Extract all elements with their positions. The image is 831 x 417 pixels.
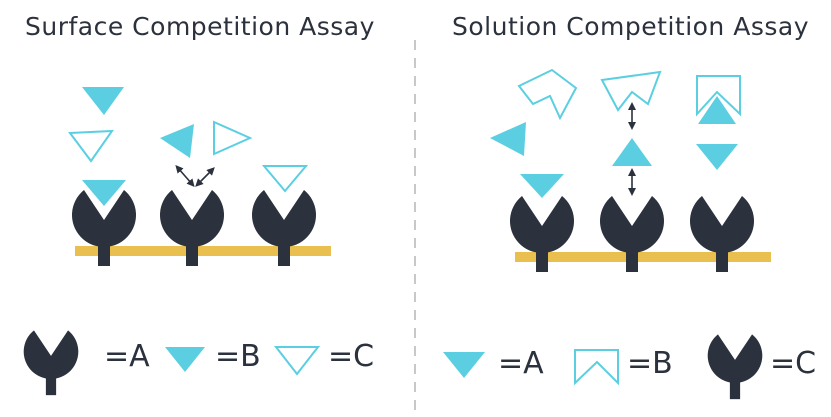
legend-label-filled-triangle: =B: [215, 339, 261, 374]
sensor-surface: [75, 246, 331, 256]
chevron-icon: [696, 75, 741, 117]
legend-label-receptor: =A: [104, 339, 150, 374]
chevron-icon: [600, 70, 662, 112]
filled-triangle-icon: [165, 347, 205, 372]
legend-label-receptor: =C: [770, 346, 817, 381]
legend-label-chevron: =B: [627, 346, 673, 381]
surface-assay-panel: [68, 87, 331, 266]
chevron-icon: [574, 349, 619, 386]
double-arrow-icon: [195, 167, 215, 187]
surface-assay-title: Surface Competition Assay: [25, 12, 375, 41]
solution-legend: [443, 334, 763, 400]
legend-label-outline-triangle: =C: [328, 339, 375, 374]
filled-triangle-icon: [82, 180, 126, 206]
outline-triangle-icon: [261, 165, 309, 193]
filled-triangle-icon: [443, 352, 485, 378]
outline-triangle-icon: [68, 129, 114, 163]
double-arrow-icon: [175, 164, 195, 188]
filled-triangle-icon: [696, 144, 738, 170]
filled-triangle-icon: [160, 124, 194, 158]
filled-triangle-icon: [82, 87, 124, 115]
surface-legend: [23, 330, 321, 396]
sensor-surface: [515, 252, 771, 262]
filled-triangle-icon: [490, 122, 526, 156]
filled-triangle-icon: [698, 96, 736, 124]
receptor-icon: [707, 334, 763, 400]
receptor-icon: [23, 330, 79, 396]
chevron-icon: [517, 68, 578, 121]
solution-assay-panel: [490, 68, 771, 272]
filled-triangle-icon: [612, 138, 652, 166]
outline-triangle-icon: [273, 346, 321, 376]
legend-label-filled-triangle: =A: [498, 346, 544, 381]
solution-assay-title: Solution Competition Assay: [452, 12, 809, 41]
outline-triangle-icon: [213, 120, 253, 156]
filled-triangle-icon: [520, 174, 564, 198]
